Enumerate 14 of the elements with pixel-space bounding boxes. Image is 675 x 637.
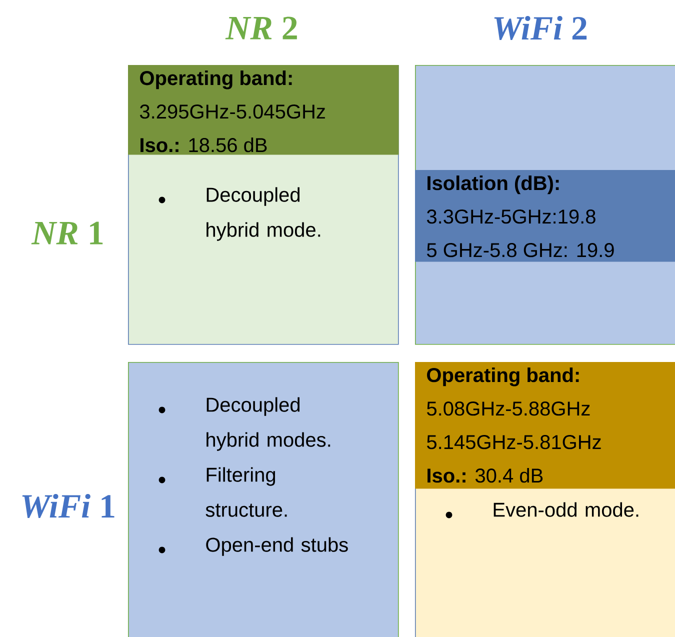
axis-label: NR 1 — [31, 222, 103, 244]
bullet-item: Decoupled hybrid modes. — [158, 397, 330, 451]
header-band: Operating band: 5.08GHz-5.88GHz 5.145GHz-5.81GHz Iso.: 30.4 dB — [415, 362, 675, 489]
axis-label: WiFi 2 — [494, 16, 587, 40]
bullet-item: Open-end stubs — [158, 537, 348, 556]
table-cell — [128, 362, 399, 637]
header-band: Isolation (dB): 3.3GHz-5GHz:19.8 5 GHz-5.8 GHz: 19.9 — [415, 170, 675, 262]
bullet-item: Filtering structure. — [158, 467, 287, 517]
table-cell — [128, 65, 399, 345]
header-band: Operating band: 3.295GHz-5.045GHz Iso.: 18.56 dB — [128, 65, 399, 155]
bullet-item: Decoupled hybrid mode. — [158, 187, 320, 241]
table-cell — [415, 65, 675, 345]
table-cell — [415, 362, 675, 637]
bullet-item: Even-odd mode. — [446, 502, 638, 518]
